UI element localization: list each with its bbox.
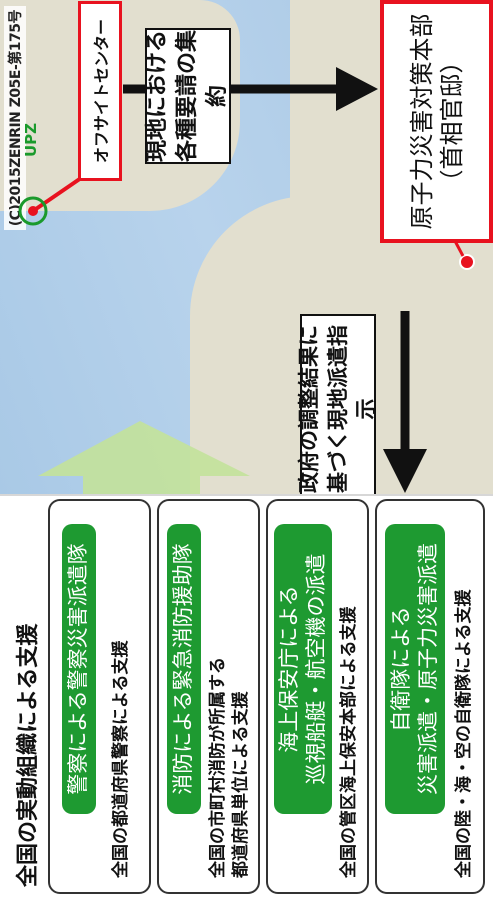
support-panel: 全国の実動組織による支援 警察による警察災害派遣隊 全国の都道府県警察による支援…: [0, 494, 493, 901]
org-detail-coast-guard: 全国の管区海上保安本部による支援: [339, 606, 359, 879]
offsite-center-label: オフサイトセンター: [92, 19, 111, 164]
org-card-fire: 消防による緊急消防援助隊 全国の市町村消防が所属する 都道府県単位による支援: [157, 499, 260, 894]
upz-circle: [18, 196, 48, 226]
support-arrow: [38, 421, 250, 512]
offsite-location-dot: [28, 206, 38, 216]
org-name-self-defense: 自衛隊による 災害派遣・原子力災害派遣: [385, 524, 445, 814]
org-card-self-defense: 自衛隊による 災害派遣・原子力災害派遣 全国の陸・海・空の自衛隊による支援: [375, 499, 485, 894]
offsite-center-box: オフサイトセンター: [78, 1, 122, 181]
gather-requests-callout: 現地における 各種要請の集約: [145, 28, 231, 164]
org-detail-police: 全国の都道府県警察による支援: [111, 640, 131, 879]
nuclear-hq-box: 原子力災害対策本部 （首相官邸）: [380, 0, 493, 243]
gather-arrow-head: [336, 67, 378, 111]
offsite-connector: [31, 174, 86, 213]
hq-subtitle: （首相官邸）: [437, 49, 466, 194]
upz-label: UPZ: [22, 122, 40, 157]
hq-title: 原子力災害対策本部: [407, 13, 436, 230]
org-name-fire: 消防による緊急消防援助隊: [167, 524, 201, 814]
gather-line-2: 各種要請の集約: [175, 29, 230, 162]
org-detail-self-defense: 全国の陸・海・空の自衛隊による支援: [454, 589, 474, 879]
org-detail-fire: 全国の市町村消防が所属する 都道府県単位による支援: [208, 657, 251, 878]
hq-connector: [453, 240, 465, 257]
org-name-police: 警察による警察災害派遣隊: [62, 524, 96, 814]
hq-location-dot: [459, 254, 475, 270]
dispatch-arrow-head: [383, 449, 427, 493]
org-card-coast-guard: 海上保安庁による 巡視船艇・航空機の派遣 全国の管区海上保安本部による支援: [266, 499, 369, 894]
gather-line-1: 現地における: [145, 29, 171, 162]
dispatch-line-1: 政府の調整結果に: [297, 325, 322, 493]
dispatch-line-2: 基づく現地派遣指示: [325, 325, 379, 493]
org-name-coast-guard: 海上保安庁による 巡視船艇・航空機の派遣: [274, 524, 332, 814]
org-card-police: 警察による警察災害派遣隊 全国の都道府県警察による支援: [48, 499, 151, 894]
panel-title: 全国の実動組織による支援: [16, 623, 41, 887]
dispatch-instruction-callout: 政府の調整結果に 基づく現地派遣指示: [297, 314, 378, 504]
